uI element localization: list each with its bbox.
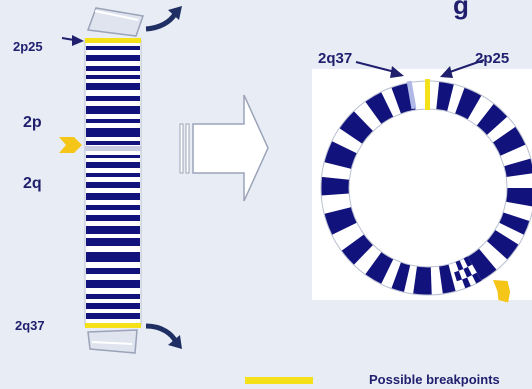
chromosome-band	[86, 155, 140, 158]
chromosome-band	[86, 280, 140, 288]
title-fragment: g	[453, 0, 469, 21]
chromosome-band	[86, 75, 140, 79]
chromosome-band	[86, 173, 140, 177]
ring-band	[455, 87, 481, 119]
legend-label: Possible breakpoints	[369, 372, 500, 387]
breakpoint-2p25	[85, 38, 141, 43]
label-2p: 2p	[23, 114, 42, 132]
ring-chromosome	[321, 79, 532, 295]
chromosome-band	[86, 46, 140, 50]
chromosome-band	[86, 238, 140, 246]
ring-band	[413, 266, 432, 295]
ring-inner-edge	[349, 109, 507, 267]
detached-tip-top	[88, 8, 143, 36]
label-2q37-ring: 2q37	[318, 50, 352, 67]
label-2p25-linear: 2p25	[13, 39, 43, 54]
pointer-2p25-icon	[62, 35, 84, 46]
chromosome-band	[86, 205, 140, 210]
chromosome-band	[86, 268, 140, 274]
chromosome-band	[86, 226, 140, 234]
chromosome-band	[86, 119, 140, 123]
chromosome-band	[86, 66, 140, 71]
ring-band	[504, 159, 532, 177]
ring-centromere-cell	[454, 271, 462, 282]
centromere-arrowhead-icon	[487, 276, 515, 303]
label-2q: 2q	[23, 175, 42, 193]
chromosome-band	[86, 313, 140, 319]
chromosome-band	[86, 96, 140, 101]
curved-arrow-icon	[146, 326, 182, 349]
ring-centromere-cell	[463, 267, 472, 278]
centromere-band	[85, 146, 141, 151]
ring-band	[321, 177, 349, 196]
chromosome-band	[86, 193, 140, 200]
detached-tip-bottom	[88, 330, 137, 353]
ring-band	[499, 212, 530, 234]
breakpoint-2q37	[85, 323, 141, 328]
ring-centromere-cell	[456, 260, 464, 270]
pointer-2q37-icon	[356, 62, 404, 78]
ring-band	[439, 264, 456, 294]
chromosome-band	[86, 141, 140, 145]
ring-band	[391, 262, 410, 292]
legend-swatch	[245, 377, 313, 384]
chromosome-band	[86, 303, 140, 309]
ring-breakpoint	[425, 79, 430, 110]
chromosome-band	[86, 215, 140, 221]
chromosome-band	[86, 252, 140, 262]
chromosome-band	[86, 55, 140, 61]
label-2q37-linear: 2q37	[15, 318, 45, 333]
chromosome-band	[86, 106, 140, 114]
ring-band	[436, 82, 454, 112]
curved-arrow-icon	[146, 6, 182, 29]
block-arrow-right-icon	[180, 95, 268, 201]
linear-chromosome	[85, 38, 141, 328]
chromosome-band	[86, 182, 140, 188]
label-2p25-ring: 2p25	[475, 50, 509, 67]
ring-band	[506, 188, 532, 207]
chromosome-band	[86, 83, 140, 90]
chromosome-band	[86, 162, 140, 168]
chromosome-band	[86, 294, 140, 299]
centromere-arrowhead-icon	[59, 137, 82, 153]
chromosome-band	[86, 128, 140, 137]
